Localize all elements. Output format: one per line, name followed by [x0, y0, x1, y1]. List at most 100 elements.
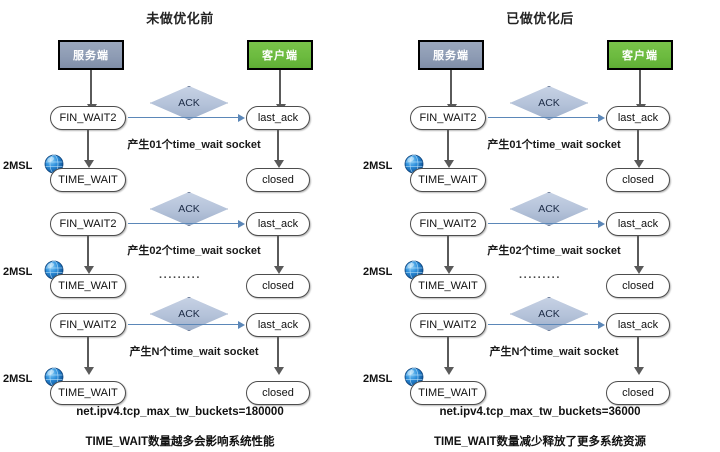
- arrow-lastack2-to-closed2-after: [637, 236, 639, 268]
- arrowhead-fin1-to-timewait1-after: [444, 160, 454, 168]
- ack-label-1-after: ACK: [538, 97, 560, 109]
- footer-command-before: net.ipv4.tcp_max_tw_buckets=180000: [76, 406, 284, 418]
- msl-label-2-after: 2MSL: [363, 266, 393, 278]
- panel-title-after: 已做优化后: [506, 11, 574, 26]
- arrow-client-to-lastack1-after: [639, 70, 641, 106]
- ack-label-3-before: ACK: [178, 308, 200, 320]
- row-ellipsis-before: ·········: [159, 272, 201, 284]
- arrow-lastack1-to-closed1-after: [637, 130, 639, 162]
- note-socket-count-2-before: 产生02个time_wait socket: [127, 245, 261, 257]
- ack-label-1-before: ACK: [178, 97, 200, 109]
- state-last-ack-1-after: last_ack: [606, 106, 670, 130]
- ack-diamond-3-after: ACK: [510, 297, 588, 331]
- row-ellipsis-after: ·········: [519, 272, 561, 284]
- arrow-ack-flow-1-after: [488, 117, 598, 119]
- ack-label-2-before: ACK: [178, 203, 200, 215]
- footer-command-after: net.ipv4.tcp_max_tw_buckets=36000: [439, 406, 641, 418]
- arrowhead-lastack3-to-closed3-before: [274, 367, 284, 375]
- arrowhead-ack-flow-2-after: [598, 219, 605, 228]
- ack-diamond-3-before: ACK: [150, 297, 228, 331]
- arrowhead-fin2-to-timewait2-after: [444, 266, 454, 274]
- state-closed-3-after: closed: [606, 381, 670, 405]
- arrow-client-to-lastack1-before: [279, 70, 281, 106]
- note-socket-count-2-after: 产生02个time_wait socket: [487, 245, 621, 257]
- arrow-fin2-to-timewait2-before: [87, 236, 89, 268]
- endpoint-server-before: 服务端: [58, 40, 124, 70]
- ack-diamond-1-after: ACK: [510, 86, 588, 120]
- arrow-lastack3-to-closed3-after: [637, 337, 639, 369]
- state-closed-3-before: closed: [246, 381, 310, 405]
- arrowhead-ack-flow-2-before: [238, 219, 245, 228]
- state-last-ack-3-after: last_ack: [606, 313, 670, 337]
- arrow-ack-flow-3-after: [488, 324, 598, 326]
- arrowhead-fin2-to-timewait2-before: [84, 266, 94, 274]
- endpoint-client-before: 客户端: [247, 40, 313, 70]
- panel-before-optimization: 未做优化前 服务端 客户端 ACK FIN_WAIT2 last_ack 产生0…: [3, 11, 313, 448]
- endpoint-server-after: 服务端: [418, 40, 484, 70]
- arrow-ack-flow-2-before: [128, 223, 238, 225]
- note-socket-count-1-after: 产生01个time_wait socket: [487, 139, 621, 151]
- state-time-wait-1-before: TIME_WAIT: [50, 168, 126, 192]
- state-fin-wait2-2-after: FIN_WAIT2: [410, 212, 486, 236]
- footer-description-after: TIME_WAIT数量减少释放了更多系统资源: [433, 436, 647, 448]
- arrowhead-ack-flow-3-before: [238, 320, 245, 329]
- state-time-wait-2-before: TIME_WAIT: [50, 274, 126, 298]
- arrowhead-ack-flow-1-after: [598, 113, 605, 122]
- msl-label-2-before: 2MSL: [3, 266, 33, 278]
- arrow-lastack2-to-closed2-before: [277, 236, 279, 268]
- arrowhead-lastack2-to-closed2-after: [634, 266, 644, 274]
- arrow-ack-flow-2-after: [488, 223, 598, 225]
- msl-label-3-before: 2MSL: [3, 373, 33, 385]
- state-fin-wait2-1-after: FIN_WAIT2: [410, 106, 486, 130]
- ack-diamond-2-before: ACK: [150, 192, 228, 226]
- arrow-ack-flow-1-before: [128, 117, 238, 119]
- arrowhead-fin3-to-timewait3-before: [84, 367, 94, 375]
- arrow-fin1-to-timewait1-before: [87, 130, 89, 162]
- state-time-wait-1-after: TIME_WAIT: [410, 168, 486, 192]
- state-time-wait-3-before: TIME_WAIT: [50, 381, 126, 405]
- arrowhead-ack-flow-1-before: [238, 113, 245, 122]
- state-closed-1-before: closed: [246, 168, 310, 192]
- panel-title-before: 未做优化前: [146, 11, 214, 26]
- state-last-ack-2-before: last_ack: [246, 212, 310, 236]
- state-last-ack-2-after: last_ack: [606, 212, 670, 236]
- arrowhead-ack-flow-3-after: [598, 320, 605, 329]
- state-closed-2-after: closed: [606, 274, 670, 298]
- arrow-server-to-fin1-before: [90, 70, 92, 106]
- state-fin-wait2-2-before: FIN_WAIT2: [50, 212, 126, 236]
- note-socket-count-3-after: 产生N个time_wait socket: [489, 346, 619, 358]
- state-fin-wait2-1-before: FIN_WAIT2: [50, 106, 126, 130]
- state-last-ack-3-before: last_ack: [246, 313, 310, 337]
- arrow-ack-flow-3-before: [128, 324, 238, 326]
- note-socket-count-1-before: 产生01个time_wait socket: [127, 139, 261, 151]
- state-fin-wait2-3-before: FIN_WAIT2: [50, 313, 126, 337]
- state-last-ack-1-before: last_ack: [246, 106, 310, 130]
- msl-label-3-after: 2MSL: [363, 373, 393, 385]
- ack-label-2-after: ACK: [538, 203, 560, 215]
- footer-description-before: TIME_WAIT数量越多会影响系统性能: [85, 436, 275, 448]
- state-fin-wait2-3-after: FIN_WAIT2: [410, 313, 486, 337]
- state-closed-1-after: closed: [606, 168, 670, 192]
- ack-label-3-after: ACK: [538, 308, 560, 320]
- state-time-wait-3-after: TIME_WAIT: [410, 381, 486, 405]
- msl-label-1-after: 2MSL: [363, 160, 393, 172]
- arrow-fin1-to-timewait1-after: [447, 130, 449, 162]
- arrow-fin2-to-timewait2-after: [447, 236, 449, 268]
- arrowhead-lastack1-to-closed1-before: [274, 160, 284, 168]
- arrowhead-lastack2-to-closed2-before: [274, 266, 284, 274]
- arrow-server-to-fin1-after: [450, 70, 452, 106]
- arrow-lastack1-to-closed1-before: [277, 130, 279, 162]
- arrow-fin3-to-timewait3-before: [87, 337, 89, 369]
- endpoint-client-after: 客户端: [607, 40, 673, 70]
- note-socket-count-3-before: 产生N个time_wait socket: [129, 346, 259, 358]
- state-time-wait-2-after: TIME_WAIT: [410, 274, 486, 298]
- arrow-lastack3-to-closed3-before: [277, 337, 279, 369]
- ack-diamond-2-after: ACK: [510, 192, 588, 226]
- arrowhead-lastack3-to-closed3-after: [634, 367, 644, 375]
- state-closed-2-before: closed: [246, 274, 310, 298]
- arrowhead-fin3-to-timewait3-after: [444, 367, 454, 375]
- panel-after-optimization: 已做优化后 服务端 客户端 ACK FIN_WAIT2 last_ack 产生0…: [360, 0, 720, 452]
- arrowhead-lastack1-to-closed1-after: [634, 160, 644, 168]
- ack-diamond-1-before: ACK: [150, 86, 228, 120]
